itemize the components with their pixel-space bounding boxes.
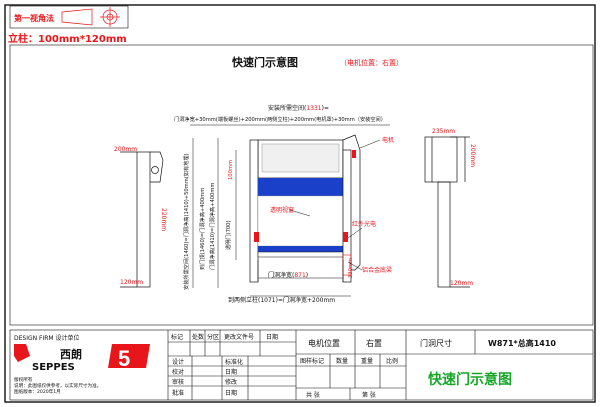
rev-header-1: 处数 (192, 333, 204, 341)
motor-pos-label: 电机位置 (308, 338, 340, 348)
label-window: 透明视窗 (270, 206, 294, 214)
motor-marker (352, 150, 356, 158)
label-motor: 电机 (382, 136, 394, 144)
vertical-dim-lines (192, 138, 237, 288)
design-firm-label: DESIGN FIRM 设计单位 (14, 334, 80, 342)
bottom-total-text: 到两侧立柱(1071)=门洞净宽+200mm (228, 296, 335, 304)
left-column (249, 139, 259, 283)
first-angle-projection-icon (61, 7, 120, 27)
outer-frame (4, 4, 596, 403)
title-block-drawing-name: 快速门示意图 (428, 371, 512, 388)
role-field-2: 修改 (225, 378, 237, 386)
brand-en: SEPPES (32, 362, 75, 373)
motor-position-note: （电机位置：右置） (340, 58, 403, 67)
projection-box (9, 5, 129, 29)
brand-logo: 5 (14, 344, 150, 371)
transparent-window (257, 195, 344, 247)
column-spec: 立柱：100mm*120mm (8, 32, 127, 45)
sub-header-2: 重量 (361, 357, 373, 365)
ir-sensor-right (343, 232, 348, 242)
brand-cn: 西朗 (60, 347, 82, 361)
sheet-num: 第 张 (362, 391, 376, 399)
curtain-bottom (258, 246, 343, 252)
label-beam: 铝合金底梁 (362, 266, 392, 274)
dim-right-120: 120mm (450, 280, 473, 287)
rev-header-2: 分区 (207, 333, 219, 341)
ir-sensor-left (254, 232, 259, 242)
bottom-beam (257, 251, 344, 258)
motor-pos-value: 右置 (366, 338, 382, 348)
role-field-1: 日期 (225, 368, 237, 376)
drawing-title: 快速门示意图 (231, 55, 298, 69)
dim-left-200: 200mm (114, 146, 137, 153)
sub-header-3: 比例 (386, 357, 398, 365)
bottom-dim-lines (250, 260, 351, 297)
role-field-0: 标准化 (225, 358, 243, 366)
copyright-2: 说明：此图纸仅供参考，以实际尺寸为准。 (14, 382, 101, 389)
label-ir: 红外光电 (352, 220, 376, 228)
dim-330: 330mm (348, 258, 354, 278)
role-field-3: 日期 (225, 389, 237, 397)
brand-mark-5: 5 (118, 346, 130, 371)
dim-100mm: 100mm (228, 160, 234, 180)
role-3: 批准 (172, 389, 184, 397)
right-column (342, 149, 352, 283)
title-block (9, 329, 594, 401)
sub-header-0: 图样标记 (300, 357, 324, 365)
copyright-3: 图纸版本：2020年1月 (14, 388, 61, 395)
opening-value: W871*总高1410 (488, 338, 556, 348)
right-side-view (424, 136, 470, 288)
dim-vertical-left: 安装所需空间(1460)=门洞净高(1410)+50mm(如有地埋) (182, 153, 190, 290)
dim-right-200: 200mm (469, 144, 476, 167)
role-1: 校对 (172, 368, 184, 376)
sub-header-1: 数量 (336, 357, 348, 365)
curtain-top (258, 178, 343, 196)
dim-vertical-full: 到门顶(1460)=门洞净高+400mm (198, 188, 206, 270)
projection-label: 第一视角法 (14, 13, 54, 23)
dim-vertical-1410: 门洞净高(1410)=门洞净高+400mm (208, 183, 216, 270)
left-side-view (120, 151, 164, 288)
leader-lines (289, 139, 381, 271)
dim-clear-height: 透明门(700) (224, 220, 232, 250)
rev-header-3: 更改文件号 (224, 333, 254, 341)
role-2: 审核 (172, 378, 184, 386)
inner-frame (9, 44, 594, 326)
dim-left-120: 120mm (120, 279, 143, 286)
sheet-total: 共 张 (306, 391, 320, 399)
opening-label: 门洞尺寸 (420, 338, 452, 348)
door-front-view (249, 134, 361, 283)
role-0: 设计 (172, 358, 184, 366)
dim-left-220: 220mm (160, 208, 167, 231)
dim-top-right: 235mm (432, 128, 455, 135)
rev-header-4: 日期 (266, 333, 278, 341)
install-space-text: 安装所需空间(1331)= (268, 104, 329, 112)
bottom-width-text: 门洞净宽(871) (268, 271, 308, 279)
install-formula-text: 门洞净宽+30mm(端板螺丝)+200mm(两侧立柱)+200mm(电机罩)+3… (174, 115, 386, 123)
rev-header-0: 标记 (171, 333, 183, 341)
copyright-1: 版权所有 (14, 376, 33, 383)
